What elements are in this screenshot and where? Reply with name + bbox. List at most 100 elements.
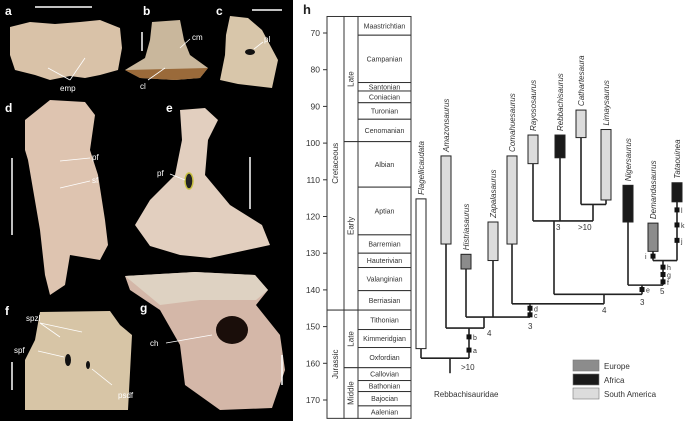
taxon-label: Histriasaurus (462, 204, 471, 251)
legend-label: Europe (604, 362, 630, 371)
character-marker-label: h (667, 265, 671, 272)
character-marker (660, 264, 666, 270)
epoch-label: Early (347, 217, 356, 235)
taxon-label: Cathartesaura (577, 55, 586, 106)
label-psdf: psdf (118, 391, 134, 400)
specimen-b (125, 20, 208, 80)
character-marker-label: g (667, 272, 671, 279)
label-ch: ch (150, 339, 158, 348)
taxon-range-bars: Flagellicaudata AmazonsaurusHistriasaurus… (415, 55, 683, 350)
character-marker-label: f (667, 280, 669, 287)
stage-label: Kimmeridgian (363, 336, 406, 343)
label-emp: emp (60, 84, 76, 93)
stage-label: Cenomanian (365, 128, 405, 135)
stage-label: Aalenian (371, 410, 398, 417)
specimen-g (125, 272, 285, 410)
stage-label: Oxfordian (369, 355, 399, 362)
label-cl: cl (140, 82, 146, 91)
stage-label: Maastrichtian (364, 23, 406, 30)
label-d-pf: pf (92, 153, 99, 162)
panel-d: d pf sf (5, 100, 108, 295)
panel-label-g: g (140, 301, 147, 315)
y-tick-label: 140 (306, 285, 320, 295)
character-marker (674, 222, 680, 228)
y-tick-label: 130 (306, 248, 320, 258)
taxon-label: Limaysaurus (602, 80, 611, 125)
character-marker (660, 279, 666, 285)
label-spzl: spzl (26, 314, 40, 323)
stage-label: Albian (375, 162, 395, 169)
range-bar-comahuesaurus (506, 155, 518, 245)
label-sf: sf (92, 176, 99, 185)
stage-label: Bajocian (371, 396, 398, 403)
node-support-label: >10 (461, 363, 475, 372)
panel-label-h: h (303, 2, 311, 17)
character-marker (527, 312, 533, 318)
specimen-photo-panels: a emp b cm cl c pl d pf sf e p (0, 0, 293, 421)
character-marker (650, 253, 656, 259)
node-support-label: 3 (556, 223, 561, 232)
panel-label-a: a (5, 4, 12, 18)
taxon-label: Demandasaurus (649, 160, 658, 219)
clade-label: Rebbachisauridae (434, 390, 499, 399)
taxon-label: Flagellicaudata (417, 141, 426, 195)
y-tick-label: 80 (311, 65, 321, 75)
epoch-label: Middle (347, 381, 356, 405)
panel-label-d: d (5, 101, 12, 115)
panel-label-e: e (166, 101, 173, 115)
legend-swatch (572, 387, 600, 400)
range-bar-limaysaurus (600, 129, 612, 201)
character-marker (639, 287, 645, 293)
geologic-timescale: CretaceousJurassicLateEarlyLateMiddleMaa… (326, 15, 412, 419)
character-marker (466, 334, 472, 340)
epoch-label: Late (347, 331, 356, 347)
character-marker-label: e (646, 288, 650, 295)
legend-swatch (572, 373, 600, 386)
range-bar-zapalasaurus (487, 221, 499, 262)
panel-label-b: b (143, 4, 150, 18)
character-marker (674, 237, 680, 243)
panel-label-f: f (5, 304, 10, 318)
panel-a: a emp (5, 4, 122, 93)
specimen-e (135, 108, 270, 258)
y-tick-label: 120 (306, 212, 320, 222)
stage-cell (357, 34, 412, 84)
node-support-label: 3 (528, 322, 533, 331)
panel-c: c pl (216, 4, 282, 88)
taxon-label: Zapalasaurus (489, 170, 498, 219)
node-support-label: >10 (578, 223, 592, 232)
period-label: Jurassic (331, 350, 340, 379)
stage-cell (357, 186, 412, 236)
range-bar-amazonsaurus (440, 155, 452, 245)
y-tick-label: 110 (306, 175, 320, 185)
node-support-label: 5 (660, 287, 665, 296)
legend-swatch (572, 359, 600, 372)
y-tick-label: 170 (306, 395, 320, 405)
panel-g: g ch (125, 272, 285, 410)
label-pl: pl (264, 35, 270, 44)
stage-label: Hauterivian (367, 258, 403, 265)
taxon-label: Amazonsaurus (442, 99, 451, 153)
panel-b: b cm cl (125, 4, 208, 91)
range-bar-nigersaurus (622, 184, 634, 223)
character-marker-label: l (681, 208, 683, 215)
y-tick-label: 90 (311, 101, 321, 111)
stage-label: Turonian (371, 108, 398, 115)
stage-label: Valanginian (366, 277, 402, 284)
specimen-a (10, 20, 122, 80)
stage-label: Aptian (375, 208, 395, 215)
range-bar-rayososaurus (527, 134, 539, 165)
stage-label: Santonian (369, 84, 401, 91)
label-cm: cm (192, 33, 203, 42)
specimen-d (25, 100, 108, 295)
taxon-label: Rebbachisaurus (556, 73, 565, 131)
character-marker (674, 207, 680, 213)
stage-cell (357, 405, 412, 419)
range-bar-tataouinea (671, 182, 683, 203)
stage-label: Campanian (367, 56, 403, 63)
character-marker-label: d (534, 306, 538, 313)
stage-label: Berriasian (369, 298, 401, 305)
taxon-label: Rayososaurus (529, 80, 538, 131)
